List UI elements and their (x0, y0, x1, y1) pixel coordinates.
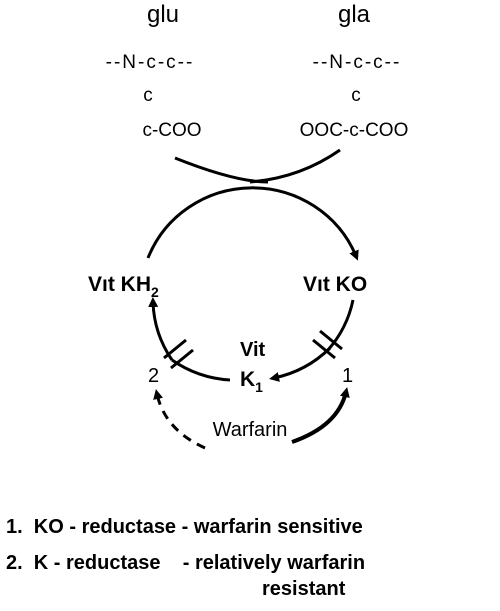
gla-dicarboxyl: OOC-c-COO (300, 120, 409, 141)
warfarin-solid-arrow (291, 387, 350, 444)
inhibition-marker-1 (312, 329, 343, 360)
gla-backbone: --N-c-c-- (313, 52, 402, 73)
vit-k1-label: K1 (240, 368, 263, 395)
vit-k1-text: K (240, 368, 255, 391)
legend-item-2-continued: resistant (262, 578, 346, 600)
vit-kh2-label: Vıt KH2 (88, 273, 159, 300)
gla-title: gla (338, 1, 371, 28)
vit-ko-label: Vıt KO (303, 273, 367, 296)
carboxylation-curve-left (174, 156, 269, 184)
legend-item-2: 2. K - reductase - relatively warfarin (6, 552, 366, 574)
gla-side-c: c (351, 85, 361, 106)
cycle-arc-left (148, 297, 174, 361)
cycle-arc-bottom-left (171, 358, 231, 382)
cycle-arc-bottom-right (269, 346, 332, 382)
glu-backbone: --N-c-c-- (106, 52, 195, 73)
vit-k1-subscript: 1 (255, 379, 263, 395)
warfarin-label: Warfarin (213, 419, 288, 441)
glu-title: glu (147, 1, 179, 28)
warfarin-dashed-arrow (153, 389, 206, 450)
cycle-arc-top (146, 186, 359, 261)
legend-item-1: 1. KO - reductase - warfarin sensitive (6, 516, 363, 538)
vit-k1-top-label: Vit (240, 339, 266, 361)
vit-kh2-text: Vıt KH (88, 273, 151, 296)
marker-2-label: 2 (148, 365, 159, 387)
carboxylation-curve-right (249, 148, 341, 184)
marker-1-label: 1 (342, 365, 353, 387)
inhibition-marker-2 (163, 338, 194, 370)
glu-carboxyl: c-COO (142, 120, 201, 141)
cycle-arc-right (326, 299, 355, 351)
vit-kh2-subscript: 2 (151, 284, 159, 300)
glu-side-c: c (143, 85, 153, 106)
